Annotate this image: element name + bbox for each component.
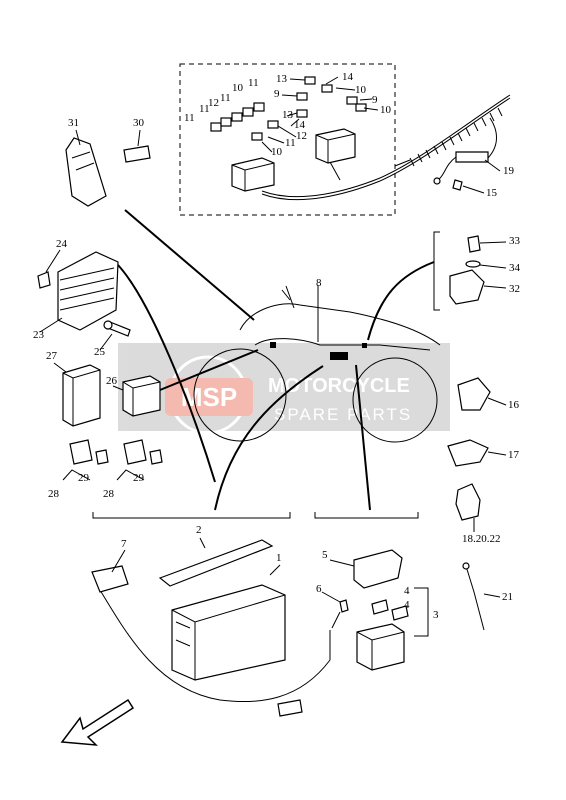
callout-11a: 11 bbox=[248, 77, 259, 89]
callout-11b: 11 bbox=[220, 92, 231, 104]
fuse-cluster bbox=[210, 76, 367, 141]
callout-2: 2 bbox=[196, 524, 202, 536]
callout-29a: 29 bbox=[78, 472, 90, 484]
callout-24: 24 bbox=[56, 238, 68, 250]
callout-4b: 4 bbox=[404, 599, 410, 611]
callout-15: 15 bbox=[486, 187, 498, 199]
callout-26: 26 bbox=[106, 375, 118, 387]
callout-labels: 1 2 3 4 4 5 6 7 8 9 9 10 10 10 10 11 11 … bbox=[33, 71, 521, 621]
callout-21: 21 bbox=[502, 591, 513, 603]
callout-13b: 13 bbox=[282, 109, 294, 121]
leader-lines bbox=[39, 76, 507, 603]
callout-11d: 11 bbox=[184, 112, 195, 124]
callout-9b: 9 bbox=[372, 94, 378, 106]
callout-17: 17 bbox=[508, 449, 520, 461]
callout-18-20-22: 18.20.22 bbox=[462, 533, 501, 545]
callout-28b: 28 bbox=[103, 488, 115, 500]
callout-12a: 12 bbox=[208, 97, 219, 109]
callout-11c: 11 bbox=[199, 103, 210, 115]
callout-23: 23 bbox=[33, 329, 45, 341]
callout-9a: 9 bbox=[274, 88, 280, 100]
callout-25: 25 bbox=[94, 346, 106, 358]
callout-32: 32 bbox=[509, 283, 520, 295]
watermark-title: MOTORCYCLE bbox=[268, 375, 410, 397]
callout-14b: 14 bbox=[294, 119, 306, 131]
front-arrow-icon bbox=[60, 698, 135, 746]
motorcycle-outline bbox=[193, 285, 441, 443]
right-parts-group bbox=[367, 231, 491, 631]
callout-29b: 29 bbox=[133, 472, 145, 484]
callout-10b: 10 bbox=[355, 84, 367, 96]
callout-7: 7 bbox=[121, 538, 127, 550]
callout-34: 34 bbox=[509, 262, 521, 274]
callout-11e: 11 bbox=[285, 137, 296, 149]
callout-30: 30 bbox=[133, 117, 145, 129]
callout-6: 6 bbox=[316, 583, 322, 595]
callout-8: 8 bbox=[316, 277, 322, 289]
callout-28a: 28 bbox=[48, 488, 60, 500]
callout-10d: 10 bbox=[271, 146, 283, 158]
callout-31: 31 bbox=[68, 117, 79, 129]
callout-4a: 4 bbox=[404, 585, 410, 597]
callout-19: 19 bbox=[503, 165, 515, 177]
callout-14a: 14 bbox=[342, 71, 354, 83]
callout-10c: 10 bbox=[380, 104, 392, 116]
watermark-subtitle: SPARE PARTS bbox=[274, 405, 412, 424]
callout-12b: 12 bbox=[296, 130, 307, 142]
callout-33: 33 bbox=[509, 235, 521, 247]
relay-group bbox=[62, 349, 259, 481]
battery-group bbox=[91, 364, 429, 717]
fuse-harness-group bbox=[179, 63, 511, 216]
cover-labels-group bbox=[65, 137, 255, 321]
callout-10a: 10 bbox=[232, 82, 244, 94]
callout-13a: 13 bbox=[276, 73, 288, 85]
callout-3: 3 bbox=[433, 609, 439, 621]
callout-1: 1 bbox=[276, 552, 282, 564]
callout-5: 5 bbox=[322, 549, 328, 561]
callout-16: 16 bbox=[508, 399, 520, 411]
watermark: MSP MOTORCYCLE SPARE PARTS bbox=[118, 343, 450, 435]
callout-27: 27 bbox=[46, 350, 58, 362]
